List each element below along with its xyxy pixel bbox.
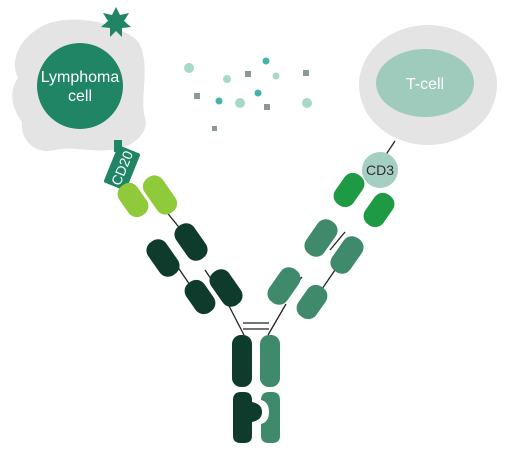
cytokine-dot [215, 97, 223, 105]
cytokine-square [264, 104, 270, 110]
t-cell-nucleus [376, 49, 474, 117]
cytokine-dot [254, 89, 262, 97]
cytokine-dot [262, 57, 270, 65]
star-icon [101, 7, 131, 37]
cytokines [184, 57, 312, 131]
right-light-chain-constant-domain [330, 236, 364, 274]
fc-right-ch3-domain-hole [261, 392, 280, 443]
lymphoma-label-line2: cell [68, 88, 92, 105]
right-heavy-chain-variable-domain [333, 172, 365, 208]
right-hinge-line [267, 303, 287, 336]
lymphoma-label-line1: Lymphoma [41, 69, 120, 86]
cd20-box [103, 145, 141, 191]
cytokine-dot [272, 72, 280, 80]
right-fab-linker [329, 231, 346, 251]
right-heavy-chain-hinge-domain-b [296, 284, 328, 320]
left-hinge-line [227, 303, 245, 336]
cytokine-dot [223, 75, 231, 83]
cytokine-dot [235, 98, 245, 108]
right-light-chain-variable-domain [363, 192, 395, 228]
lymphoma-cell: Lymphoma cell [12, 7, 146, 151]
cd3-receptor: CD3 [362, 152, 398, 188]
right-heavy-chain-hinge-domain-a [267, 267, 301, 305]
cd20-stalk [114, 140, 122, 152]
left-light-chain-variable-domain [117, 182, 149, 218]
fc-left-ch3-domain-knob [233, 392, 262, 443]
t-cell: T-cell [359, 25, 497, 145]
left-heavy-chain-hinge-domain-b [209, 269, 243, 307]
cd3-circle [362, 152, 398, 188]
bispecific-antibody-icon [117, 172, 395, 443]
lymphoma-nucleus [37, 43, 123, 129]
cytokine-dot [184, 63, 194, 73]
right-heavy-chain-ch1-domain [304, 219, 338, 257]
cytokine-square [212, 126, 217, 131]
left-heavy-chain-variable-domain [142, 175, 178, 215]
t-cell-label: T-cell [406, 76, 444, 93]
left-heavy-chain-ch1-domain [174, 223, 208, 261]
fc-left-ch2-domain [232, 335, 252, 387]
cytokine-square [245, 71, 251, 77]
cytokine-square [303, 70, 309, 76]
cd3-label: CD3 [366, 162, 394, 178]
cytokine-square [194, 93, 200, 99]
left-light-chain-constant-domain [146, 239, 180, 277]
left-heavy-chain-hinge-domain-a [184, 279, 216, 315]
cytokine-dot [302, 98, 312, 108]
fc-right-ch2-domain [260, 335, 280, 387]
